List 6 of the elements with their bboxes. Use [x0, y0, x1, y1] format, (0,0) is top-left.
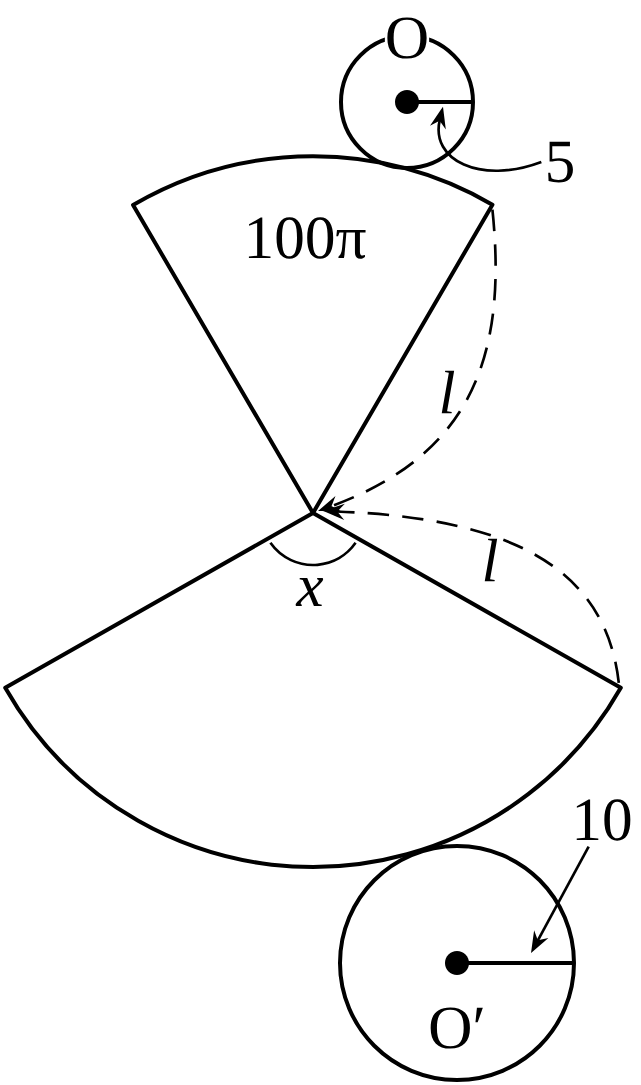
radius-line — [445, 951, 574, 975]
edge-label: l — [484, 538, 498, 582]
edge-label: l — [441, 370, 455, 414]
dimension-label: 5 — [548, 141, 573, 183]
dimension-label: 10 — [576, 799, 631, 841]
radius-line — [395, 90, 473, 114]
